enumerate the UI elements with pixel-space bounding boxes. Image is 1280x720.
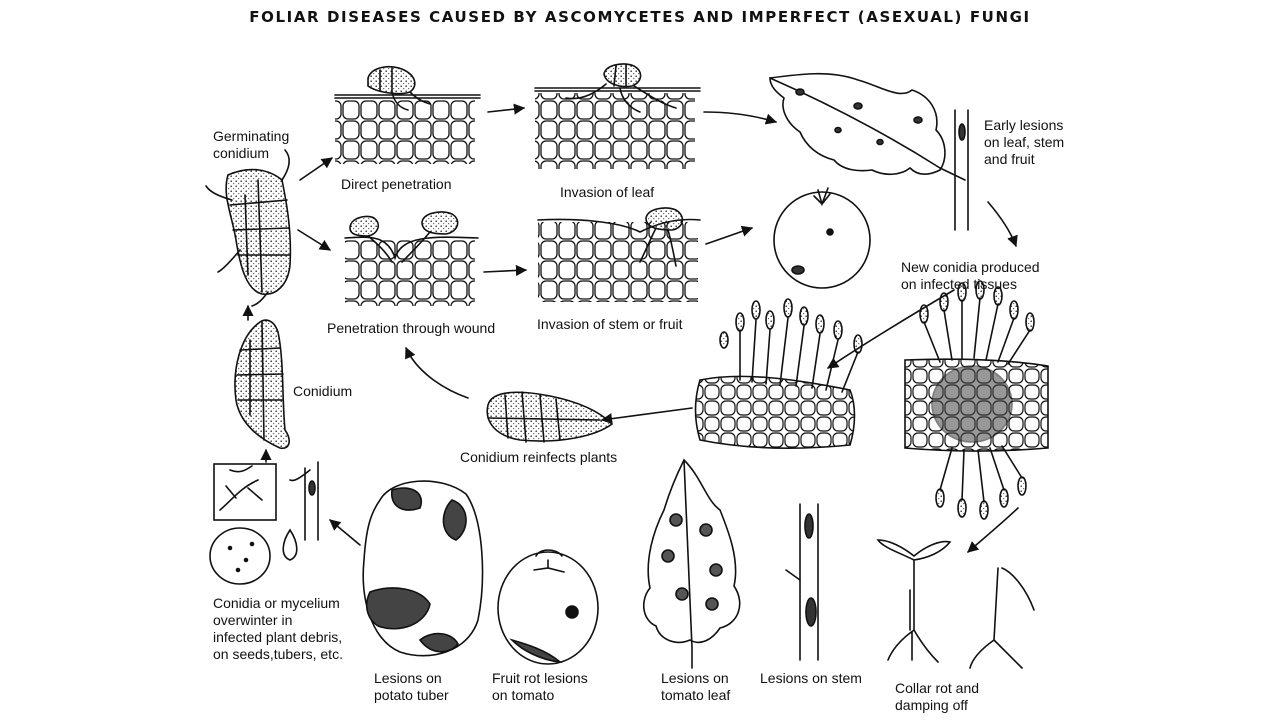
label-penetration-wound: Penetration through wound bbox=[327, 320, 496, 336]
label-lesions-potato: Lesions on potato tuber bbox=[374, 670, 449, 703]
label-lesions-tomato-leaf: Lesions on tomato leaf bbox=[661, 670, 731, 703]
stem-lesion-drawing bbox=[785, 503, 819, 661]
sporulating-tissue-right bbox=[904, 280, 1049, 520]
conidium-reinfects-drawing bbox=[486, 391, 614, 443]
tissue-penetration-wound bbox=[344, 211, 479, 306]
tissue-direct-penetration bbox=[334, 65, 481, 164]
leaf-early-lesions-drawing bbox=[769, 72, 969, 231]
potato-tuber-drawing bbox=[362, 480, 484, 657]
label-new-conidia: New conidia produced on infected tissues bbox=[901, 259, 1040, 292]
collar-rot-seedlings-drawing bbox=[876, 539, 1035, 669]
diagram-title: FOLIAR DISEASES CAUSED BY ASCOMYCETES AN… bbox=[249, 8, 1031, 26]
tomato-fruit-rot-drawing bbox=[497, 549, 599, 665]
label-overwinter: Conidia or mycelium overwinter in infect… bbox=[213, 595, 343, 662]
tomato-leaf-drawing bbox=[643, 458, 741, 669]
label-invasion-leaf: Invasion of leaf bbox=[560, 184, 655, 200]
germinating-conidium-drawing bbox=[205, 149, 292, 307]
conidium-drawing bbox=[234, 319, 290, 450]
sporulating-tissue-center bbox=[694, 298, 863, 450]
cycle-arrows bbox=[242, 103, 1019, 553]
label-fruit-rot: Fruit rot lesions on tomato bbox=[492, 670, 588, 703]
label-collar-rot: Collar rot and damping off bbox=[895, 680, 980, 713]
label-direct-penetration: Direct penetration bbox=[341, 176, 452, 192]
tissue-invasion-stem-fruit bbox=[537, 207, 701, 302]
label-conidium-reinfects: Conidium reinfects plants bbox=[460, 449, 618, 465]
tomato-drawing bbox=[773, 187, 871, 289]
label-invasion-stem-fruit: Invasion of stem or fruit bbox=[537, 316, 683, 332]
tissue-invasion-leaf bbox=[534, 63, 701, 169]
label-germinating-conidium: Germinating conidium bbox=[213, 128, 290, 161]
label-conidium: Conidium bbox=[293, 383, 353, 399]
label-early-lesions: Early lesions on leaf, stem and fruit bbox=[984, 117, 1065, 167]
label-lesions-stem: Lesions on stem bbox=[760, 670, 862, 686]
overwinter-debris-drawing bbox=[209, 461, 319, 585]
